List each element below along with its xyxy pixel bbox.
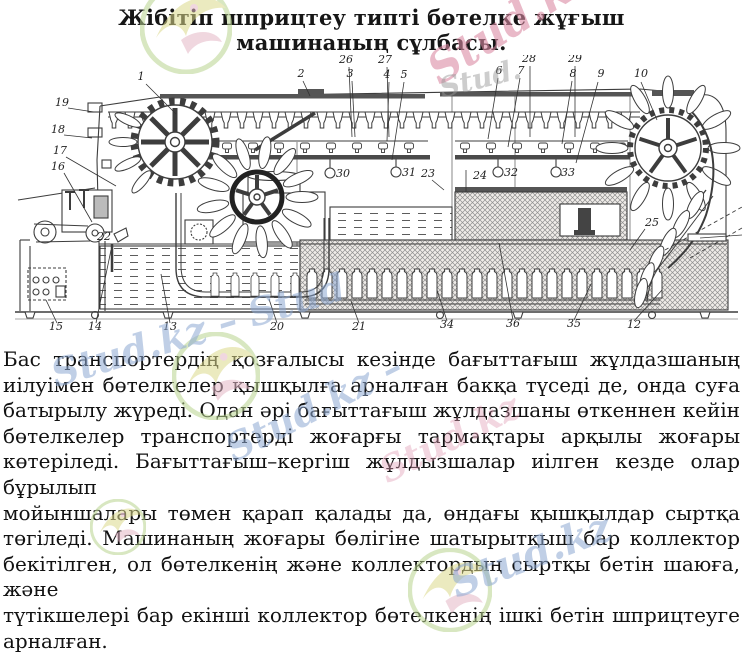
page-title: Жібітіп шприцтеу типті бөтелке жұғыш маш…: [0, 5, 743, 55]
body-line: батырылу жүреді. Одан әрі бағыттағыш жұл…: [3, 398, 740, 423]
right-descending-chain: [634, 111, 743, 309]
body-line: иілуімен бөтелкелер қышқылға арналған ба…: [3, 372, 740, 397]
machine-schematic: 1 2 3 4 5 6 7 8 9 10 12 13 14 15 16 17 1…: [15, 55, 743, 333]
leader-lines: [45, 66, 663, 324]
machine-base: [15, 310, 738, 320]
part-label: 36: [506, 317, 520, 330]
part-label: 7: [518, 64, 525, 77]
part-label: 6: [496, 64, 503, 77]
acid-bath: [99, 245, 301, 310]
part-label: 26: [338, 55, 353, 66]
infeed-conveyor: [17, 187, 129, 311]
part-label: 20: [269, 320, 284, 333]
part-label: 31: [402, 166, 416, 179]
part-label: 23: [420, 167, 435, 180]
part-label: 8: [570, 67, 577, 80]
part-label: 17: [53, 144, 67, 157]
part-label: 9: [598, 67, 605, 80]
star-wheel-center: [196, 136, 319, 259]
part-label: 24: [472, 169, 487, 182]
part-label: 19: [55, 96, 69, 109]
part-label: 30: [336, 167, 350, 180]
part-label: 18: [51, 123, 65, 136]
part-label: 10: [634, 67, 648, 80]
part-label: 12: [627, 318, 641, 331]
part-label: 16: [51, 160, 65, 173]
body-line: көтеріледі. Бағыттағыш–кергіш жұлдызшала…: [3, 449, 740, 499]
part-label: 14: [88, 320, 102, 333]
body-text: Бас транспортердің қозғалысы кезінде бағ…: [3, 347, 740, 654]
body-line: мойыншалары төмен қарап қалады да, өндағ…: [3, 500, 740, 525]
part-labels: 1 2 3 4 5 6 7 8 9 10 12 13 14 15 16 17 1…: [49, 55, 659, 333]
star-wheel-right: [595, 75, 741, 221]
part-label: 1: [138, 70, 145, 83]
gear-left: [108, 97, 220, 194]
part-label: 25: [644, 216, 659, 229]
part-label: 13: [163, 320, 177, 333]
part-label: 29: [567, 55, 582, 65]
body-line: Бас транспортердің қозғалысы кезінде бағ…: [3, 347, 740, 371]
body-line: арналған.: [3, 628, 108, 653]
page-title-line2: машинаның сұлбасы.: [236, 30, 507, 55]
body-line: бекітілген, ол бөтелкенің және коллектор…: [3, 551, 740, 602]
nozzle-indicators: [324, 159, 562, 179]
part-label: 35: [567, 317, 581, 330]
part-label: 32: [504, 166, 518, 179]
part-label: 21: [351, 320, 366, 333]
body-line: төгіледі. Машинаның жоғары бөлігіне шаты…: [3, 526, 740, 551]
body-line: түтікшелері бар екінші коллектор бөтелке…: [3, 602, 740, 627]
part-label: 27: [377, 55, 392, 66]
top-rails: [160, 89, 694, 99]
page-title-line1: Жібітіп шприцтеу типті бөтелке жұғыш: [118, 5, 625, 30]
part-label: 4: [383, 68, 391, 81]
part-label: 22: [96, 230, 111, 243]
part-label: 15: [49, 320, 63, 333]
body-line: бөтелкелер транспортерді жоғарғы тармақт…: [3, 423, 740, 448]
part-label: 33: [561, 166, 575, 179]
part-label: 28: [521, 55, 536, 65]
part-label: 5: [401, 68, 408, 81]
part-label: 2: [297, 67, 305, 80]
part-label: 34: [440, 318, 454, 331]
part-label: 3: [347, 67, 354, 80]
center-chain-loop: [175, 193, 330, 298]
